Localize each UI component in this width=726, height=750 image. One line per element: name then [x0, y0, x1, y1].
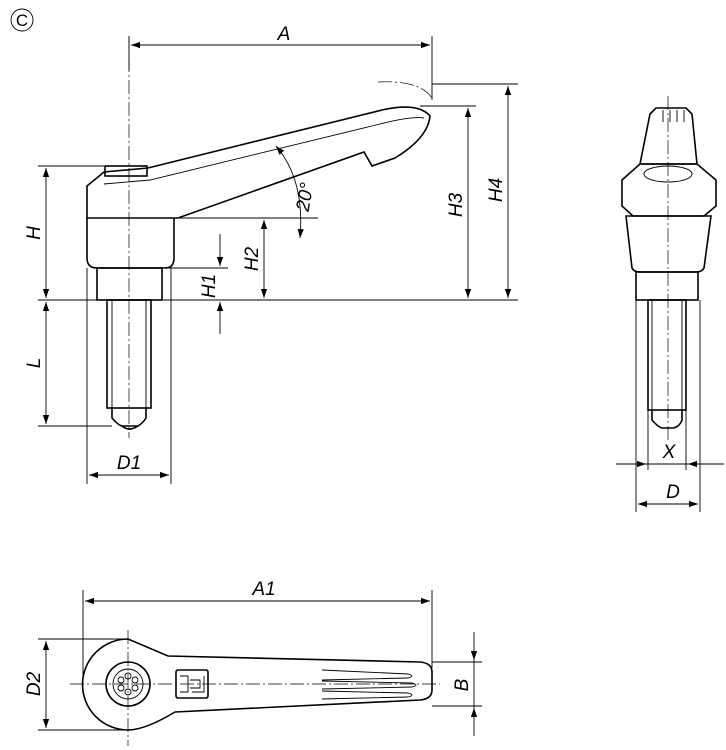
- top-lever-outline: [81, 638, 433, 731]
- lever-arm: [86, 106, 431, 219]
- dim-A1-label: A1: [251, 579, 275, 600]
- dim-H3-label: H3: [446, 192, 467, 217]
- threaded-sleeve: [96, 267, 163, 301]
- dim-H-label: H: [24, 226, 45, 240]
- front-tip: [651, 410, 683, 429]
- hub-body: [625, 215, 712, 273]
- lever-tip: [639, 107, 698, 165]
- dim-A-label: A: [277, 24, 291, 45]
- hub-top: [621, 163, 717, 217]
- variant-marker: C: [10, 8, 34, 32]
- front-view: X D: [616, 96, 724, 512]
- svg-text:C: C: [16, 11, 28, 30]
- dim-L-label: L: [24, 358, 45, 369]
- front-shaft: [647, 299, 687, 411]
- dim-H1-label: H1: [199, 274, 220, 298]
- angle-label: 20°: [293, 181, 319, 214]
- dim-H2-label: H2: [242, 246, 263, 271]
- hub: [86, 218, 175, 269]
- top-view: A1 D2 B: [24, 579, 482, 746]
- lever-edge-line: [103, 117, 425, 185]
- dim-B-label: B: [452, 678, 473, 691]
- dim-D1-label: D1: [117, 453, 141, 474]
- lever-cap: [104, 165, 148, 177]
- front-sleeve: [635, 271, 699, 301]
- dim-D2-label: D2: [24, 671, 45, 696]
- screw-tip: [111, 408, 147, 427]
- dim-D-label: D: [666, 482, 680, 503]
- grip-grooves: [321, 669, 417, 700]
- dim-X-label: X: [662, 442, 677, 463]
- side-view: A H L D1 H1 H2 20° H3 H4: [24, 24, 518, 484]
- dim-H4-label: H4: [486, 178, 507, 202]
